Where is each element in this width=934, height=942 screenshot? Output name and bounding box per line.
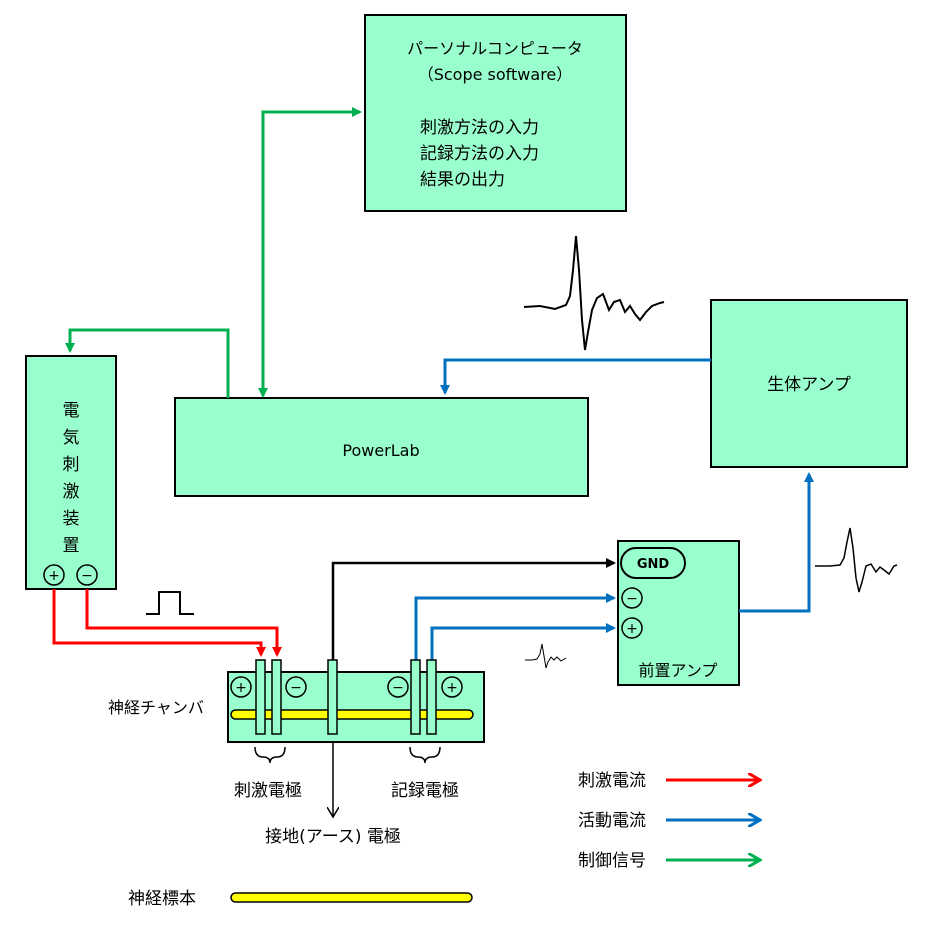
stim-line-plus bbox=[52, 589, 266, 657]
legend-control-label: 制御信号 bbox=[578, 851, 646, 871]
chamber-minus-right-terminal bbox=[387, 676, 409, 698]
stim-electrode-brace bbox=[254, 746, 286, 764]
computer-line-3: 結果の出力 bbox=[420, 170, 505, 190]
raw-record-waveform bbox=[525, 643, 567, 669]
legend-action-label: 活動電流 bbox=[578, 811, 646, 831]
chamber-minus-right-sign: − bbox=[392, 680, 404, 696]
stim-current-lines bbox=[52, 589, 282, 657]
preamp-gnd-terminal bbox=[620, 547, 686, 579]
stimulator-char-5: 装 bbox=[63, 509, 80, 529]
action-line-record-minus bbox=[414, 593, 616, 663]
chamber-plus-right-terminal bbox=[441, 676, 463, 698]
stimulator-char-1: 電 bbox=[63, 401, 80, 421]
ground-electrode bbox=[327, 659, 338, 735]
stimulator-minus-terminal bbox=[76, 564, 98, 586]
stim-electrode-1 bbox=[255, 659, 266, 735]
stim-pulse-waveform bbox=[146, 591, 194, 615]
preamp-box: GND − + 前置アンプ bbox=[617, 540, 740, 686]
record-electrode-brace bbox=[409, 746, 441, 764]
ground-line-gnd bbox=[331, 558, 616, 663]
preamp-plus-sign: + bbox=[626, 621, 638, 637]
action-line-preamp-bioamp bbox=[739, 472, 814, 613]
computer-subtitle: （Scope software） bbox=[418, 65, 573, 84]
bioamp-label: 生体アンプ bbox=[767, 375, 851, 395]
control-line-stimulator bbox=[65, 328, 230, 398]
stimulator-char-2: 気 bbox=[63, 428, 80, 448]
legend-nerve-swatch bbox=[230, 892, 473, 903]
action-current-lines bbox=[414, 358, 814, 663]
bioamp-output-waveform bbox=[523, 235, 665, 351]
stimulator-box: 電 気 刺 激 装 置 + − bbox=[25, 355, 117, 590]
ground-lines bbox=[331, 558, 616, 663]
chamber-label: 神経チャンバ bbox=[108, 698, 204, 717]
stimulator-plus-terminal bbox=[43, 564, 65, 586]
preamp-minus-sign: − bbox=[626, 591, 638, 607]
stim-electrode-2 bbox=[271, 659, 282, 735]
record-electrode-2 bbox=[426, 659, 437, 735]
powerlab-box: PowerLab bbox=[174, 397, 589, 497]
computer-line-2: 記録方法の入力 bbox=[420, 144, 539, 164]
action-line-bioamp-powerlab bbox=[440, 358, 711, 395]
chamber-plus-left-sign: + bbox=[235, 680, 247, 696]
legend-nerve-label: 神経標本 bbox=[128, 889, 196, 909]
chamber-plus-right-sign: + bbox=[446, 680, 458, 696]
record-electrode-1 bbox=[410, 659, 421, 735]
preamp-minus-terminal bbox=[621, 587, 643, 609]
control-line-computer bbox=[261, 107, 362, 393]
stimulator-char-4: 激 bbox=[63, 482, 80, 502]
chamber-minus-left-sign: − bbox=[290, 680, 302, 696]
chamber-minus-left-terminal bbox=[285, 676, 307, 698]
ground-electrode-label: 接地(アース) 電極 bbox=[265, 827, 401, 847]
bioamp-box: 生体アンプ bbox=[710, 299, 908, 468]
stimulator-char-6: 置 bbox=[63, 536, 80, 556]
stim-electrode-label: 刺激電極 bbox=[234, 781, 302, 801]
stimulator-char-3: 刺 bbox=[63, 455, 80, 475]
powerlab-label: PowerLab bbox=[342, 441, 419, 460]
computer-line-1: 刺激方法の入力 bbox=[420, 118, 539, 138]
legend-stim-label: 刺激電流 bbox=[578, 771, 646, 791]
preamp-output-waveform bbox=[815, 527, 898, 593]
preamp-plus-terminal bbox=[621, 617, 643, 639]
preamp-label: 前置アンプ bbox=[639, 661, 718, 680]
record-electrode-label: 記録電極 bbox=[391, 781, 459, 801]
chamber-plus-left-terminal bbox=[230, 676, 252, 698]
stim-line-minus bbox=[85, 589, 282, 657]
legend: 刺激電流 活動電流 制御信号 神経標本 bbox=[128, 771, 760, 909]
stimulator-minus-sign: − bbox=[81, 568, 93, 584]
computer-title: パーソナルコンピュータ bbox=[407, 39, 583, 58]
action-line-record-plus bbox=[430, 623, 616, 663]
stimulator-plus-sign: + bbox=[48, 568, 60, 584]
control-signal-lines bbox=[65, 107, 362, 398]
preamp-gnd-label: GND bbox=[637, 557, 670, 572]
computer-box: パーソナルコンピュータ （Scope software） 刺激方法の入力 記録方… bbox=[364, 14, 627, 212]
nerve-chamber: + − − + bbox=[227, 659, 485, 743]
